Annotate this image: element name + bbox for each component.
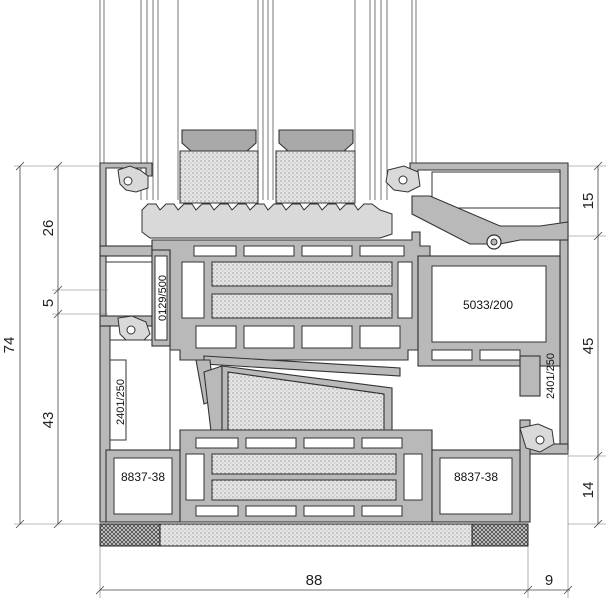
label-5033-200: 5033/200 [463,298,513,312]
dim-14: 14 [580,482,597,499]
dim-15: 15 [580,193,597,210]
drain-plate [195,355,401,441]
dimension-lines [14,161,606,598]
label-8837-38-right: 8837-38 [454,470,498,484]
dim-9: 9 [545,572,553,589]
lower-sash-profile [105,359,521,523]
outer-frame [99,162,569,523]
profile-labels: 0129/500 5033/200 2401/250 2401/250 8837… [115,275,557,484]
base-strip [99,523,529,547]
upper-sash-profile [151,231,431,361]
dim-88: 88 [306,572,323,589]
glazing-gasket [141,203,393,239]
label-2401-250-left: 2401/250 [115,379,127,425]
right-chamber [417,255,561,397]
label-0129-500: 0129/500 [157,275,169,321]
label-2401-250-right: 2401/250 [545,353,557,399]
dim-45: 45 [580,338,597,355]
dimension-labels: 74 26 5 43 15 45 14 88 9 [1,193,597,589]
dim-5: 5 [40,299,57,307]
glazing [99,0,417,204]
dim-26: 26 [40,220,57,237]
dim-43: 43 [40,412,57,429]
dim-74: 74 [1,337,18,354]
label-8837-38-left: 8837-38 [121,470,165,484]
